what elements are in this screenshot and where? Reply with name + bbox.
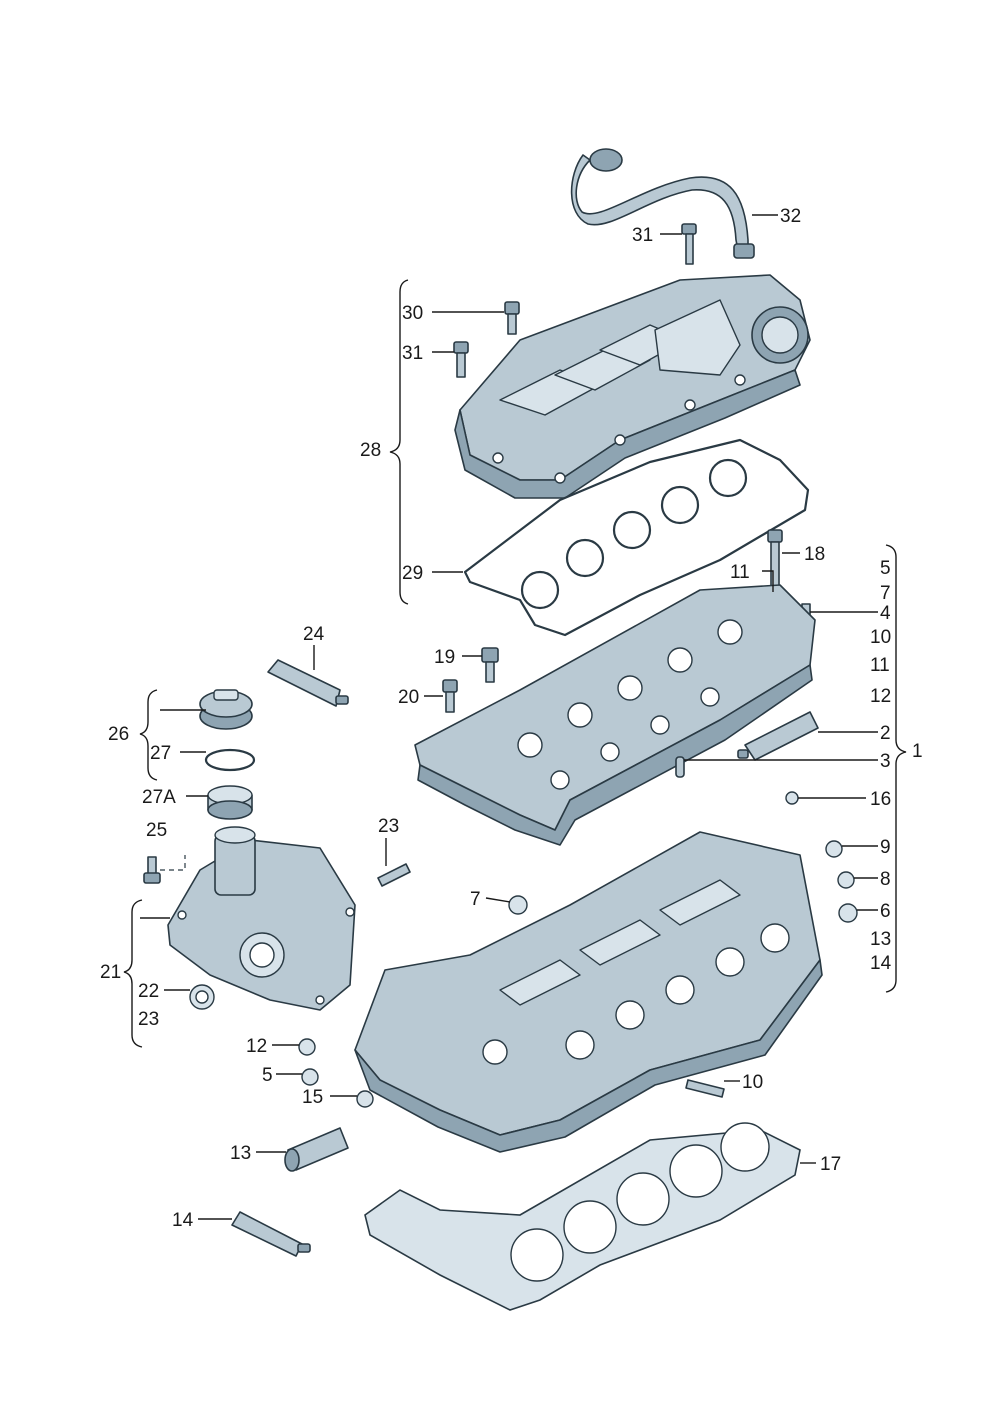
callout-18: 18 — [804, 544, 825, 565]
callout-17: 17 — [820, 1154, 841, 1175]
group-1-item: 10 — [870, 627, 891, 648]
callout-7: 7 — [470, 889, 481, 910]
head-gasket-part — [364, 1122, 801, 1311]
callout-28: 28 — [360, 440, 381, 461]
callout-12: 12 — [246, 1036, 267, 1057]
sealant-tube-24-part — [267, 659, 349, 707]
plug-9-part — [825, 840, 843, 858]
callout-14: 14 — [172, 1210, 194, 1231]
group-1-label: 1 — [912, 741, 923, 762]
cover-gasket-part — [463, 438, 810, 637]
bracket-1 — [885, 544, 907, 993]
callout-27: 27 — [150, 743, 171, 764]
plug-6-part — [838, 903, 858, 923]
callout-25: 25 — [146, 820, 167, 841]
callout-29: 29 — [402, 563, 423, 584]
bolt-20-part — [442, 679, 458, 713]
dowel-3-part — [675, 756, 685, 778]
bolt-31-part — [453, 341, 469, 378]
callout-15: 15 — [302, 1087, 323, 1108]
sleeve-27a-part — [207, 785, 253, 820]
plug-8-part — [837, 871, 855, 889]
callout-31: 31 — [402, 343, 423, 364]
plug-15-part — [356, 1090, 374, 1108]
callout-9: 9 — [880, 837, 891, 858]
cylinder-head-cover-part — [454, 274, 811, 499]
plug-12-part — [298, 1038, 316, 1056]
oil-seal-22-part — [189, 984, 215, 1010]
oil-filler-cap-part — [199, 689, 253, 730]
callout-20: 20 — [398, 687, 419, 708]
group-1-item: 12 — [870, 686, 891, 707]
group-1-item: 11 — [870, 655, 890, 676]
sealant-tube-14-part — [231, 1211, 311, 1257]
breather-hose-part — [570, 148, 755, 259]
sleeve-13-part — [284, 1127, 349, 1172]
cylinder-head-part — [354, 831, 823, 1153]
callout-11: 11 — [730, 562, 750, 583]
group-1-item: 13 — [870, 929, 891, 950]
bracket-21 — [123, 899, 143, 1048]
plug-16-part — [785, 791, 799, 805]
plug-7-part — [508, 895, 528, 915]
group-1-item: 5 — [880, 558, 891, 579]
bracket-28 — [389, 279, 409, 605]
bracket-26 — [139, 689, 158, 781]
callout-4: 4 — [880, 603, 891, 624]
bolt-31-top-part — [681, 223, 697, 265]
plug-5-part — [301, 1068, 319, 1086]
callout-10: 10 — [742, 1072, 763, 1093]
callout-24: 24 — [303, 624, 325, 645]
callout-19: 19 — [434, 647, 455, 668]
callout-2: 2 — [880, 723, 891, 744]
bolt-18-part — [767, 529, 783, 589]
callout-22: 22 — [138, 981, 159, 1002]
seal-ring-27-part — [204, 748, 256, 772]
group-1-item: 14 — [870, 953, 892, 974]
stud-23-part — [377, 863, 411, 887]
bolt-25-part — [143, 855, 186, 884]
callout-31-top: 31 — [632, 225, 653, 246]
callout-26: 26 — [108, 724, 129, 745]
timing-cover-part — [167, 826, 356, 1011]
callout-16: 16 — [870, 789, 891, 810]
bolt-30-part — [504, 301, 520, 335]
callout-3: 3 — [880, 751, 891, 772]
callout-21: 21 — [100, 962, 121, 983]
callout-8: 8 — [880, 869, 891, 890]
callout-5: 5 — [262, 1065, 273, 1086]
bearing-frame-part — [414, 584, 816, 846]
callout-27a: 27A — [142, 787, 176, 808]
callout-23-top: 23 — [378, 816, 399, 837]
callout-30: 30 — [402, 303, 423, 324]
stud-10-part — [685, 1079, 725, 1098]
callout-13: 13 — [230, 1143, 251, 1164]
callout-23: 23 — [138, 1009, 159, 1030]
callout-32: 32 — [780, 206, 801, 227]
sealant-tube-2-part — [737, 711, 819, 761]
group-1-item: 7 — [880, 583, 891, 604]
bolt-19-part — [481, 647, 499, 683]
callout-6: 6 — [880, 901, 891, 922]
